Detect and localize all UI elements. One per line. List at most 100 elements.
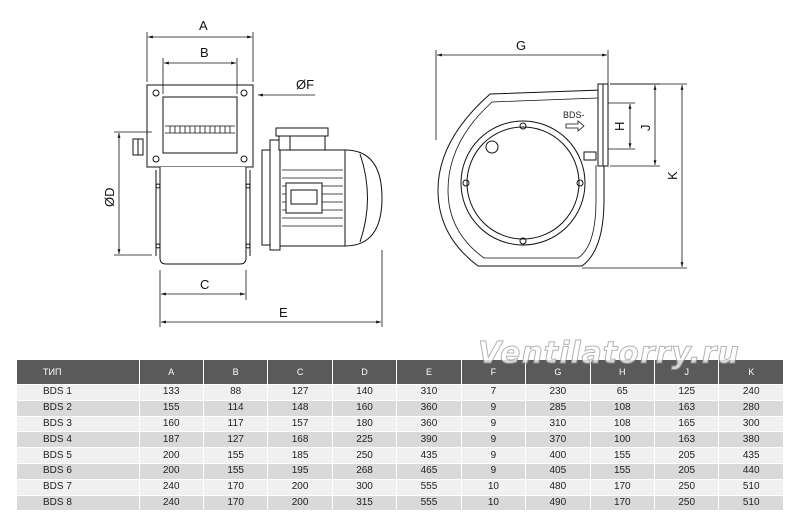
dim-label-e: E <box>279 305 288 320</box>
value-cell: 360 <box>396 415 462 432</box>
value-cell: 65 <box>590 384 656 401</box>
value-cell: 200 <box>267 478 333 496</box>
side-view-dimensions <box>114 32 383 327</box>
model-cell: BDS 7 <box>17 478 140 496</box>
front-view-dimensions <box>435 50 687 269</box>
value-cell: 405 <box>525 462 591 480</box>
value-cell: 100 <box>590 431 656 448</box>
value-cell: 9 <box>461 399 527 417</box>
terminal-box <box>278 135 326 151</box>
value-cell: 155 <box>590 447 656 464</box>
col-header-b: B <box>203 360 269 385</box>
front-view <box>437 83 609 267</box>
value-cell: 310 <box>396 384 462 401</box>
value-cell: 240 <box>139 478 204 496</box>
value-cell: 465 <box>396 462 462 480</box>
value-cell: 435 <box>396 447 462 464</box>
value-cell: 160 <box>332 399 398 417</box>
value-cell: 480 <box>525 478 591 496</box>
value-cell: 370 <box>525 431 591 448</box>
value-cell: 114 <box>203 399 269 417</box>
col-header-type: ТИП <box>17 360 140 385</box>
model-cell: BDS 6 <box>17 462 140 480</box>
value-cell: 510 <box>718 494 784 511</box>
col-header-k: K <box>718 360 784 385</box>
side-view <box>132 84 383 265</box>
dim-label-f: ØF <box>296 77 314 92</box>
value-cell: 9 <box>461 462 527 480</box>
value-cell: 10 <box>461 478 527 496</box>
col-header-h: H <box>590 360 656 385</box>
dim-label-b: B <box>200 45 209 60</box>
model-cell: BDS 8 <box>17 494 140 511</box>
fan-housing <box>159 167 247 265</box>
table-header-row: ТИП A B C D E F G H J K <box>17 360 784 385</box>
value-cell: 108 <box>590 399 656 417</box>
value-cell: 510 <box>718 478 784 496</box>
col-header-j: J <box>654 360 720 385</box>
value-cell: 268 <box>332 462 398 480</box>
value-cell: 9 <box>461 415 527 432</box>
value-cell: 240 <box>139 494 204 511</box>
value-cell: 127 <box>203 431 269 448</box>
value-cell: 155 <box>139 399 204 417</box>
value-cell: 140 <box>332 384 398 401</box>
value-cell: 180 <box>332 415 398 432</box>
value-cell: 285 <box>525 399 591 417</box>
technical-drawing: A B ØF ØD C E BDS- <box>102 18 687 327</box>
value-cell: 7 <box>461 384 527 401</box>
value-cell: 155 <box>590 462 656 480</box>
value-cell: 155 <box>203 447 269 464</box>
value-cell: 230 <box>525 384 591 401</box>
value-cell: 170 <box>203 494 269 511</box>
value-cell: 10 <box>461 494 527 511</box>
value-cell: 390 <box>396 431 462 448</box>
value-cell: 133 <box>139 384 204 401</box>
value-cell: 205 <box>654 462 720 480</box>
value-cell: 250 <box>654 478 720 496</box>
model-cell: BDS 2 <box>17 399 140 417</box>
value-cell: 185 <box>267 447 333 464</box>
value-cell: 280 <box>718 399 784 417</box>
model-cell: BDS 5 <box>17 447 140 464</box>
dim-label-c: C <box>200 277 209 292</box>
col-header-d: D <box>332 360 398 385</box>
value-cell: 205 <box>654 447 720 464</box>
value-cell: 555 <box>396 478 462 496</box>
dim-label-a: A <box>199 18 208 33</box>
value-cell: 155 <box>203 462 269 480</box>
value-cell: 160 <box>139 415 204 432</box>
model-cell: BDS 1 <box>17 384 140 401</box>
value-cell: 400 <box>525 447 591 464</box>
dim-label-g: G <box>516 38 526 53</box>
value-cell: 555 <box>396 494 462 511</box>
value-cell: 9 <box>461 431 527 448</box>
value-cell: 168 <box>267 431 333 448</box>
motor-body <box>279 149 383 247</box>
value-cell: 165 <box>654 415 720 432</box>
value-cell: 490 <box>525 494 591 511</box>
value-cell: 108 <box>590 415 656 432</box>
outlet-label: BDS- <box>563 110 585 120</box>
dim-label-j: J <box>638 125 653 132</box>
model-cell: BDS 4 <box>17 431 140 448</box>
value-cell: 187 <box>139 431 204 448</box>
value-cell: 170 <box>203 478 269 496</box>
value-cell: 200 <box>139 462 204 480</box>
value-cell: 360 <box>396 399 462 417</box>
col-header-c: C <box>267 360 333 385</box>
value-cell: 195 <box>267 462 333 480</box>
value-cell: 163 <box>654 399 720 417</box>
value-cell: 117 <box>203 415 269 432</box>
value-cell: 148 <box>267 399 333 417</box>
dim-label-d: ØD <box>102 188 117 208</box>
dim-label-k: K <box>665 171 680 180</box>
